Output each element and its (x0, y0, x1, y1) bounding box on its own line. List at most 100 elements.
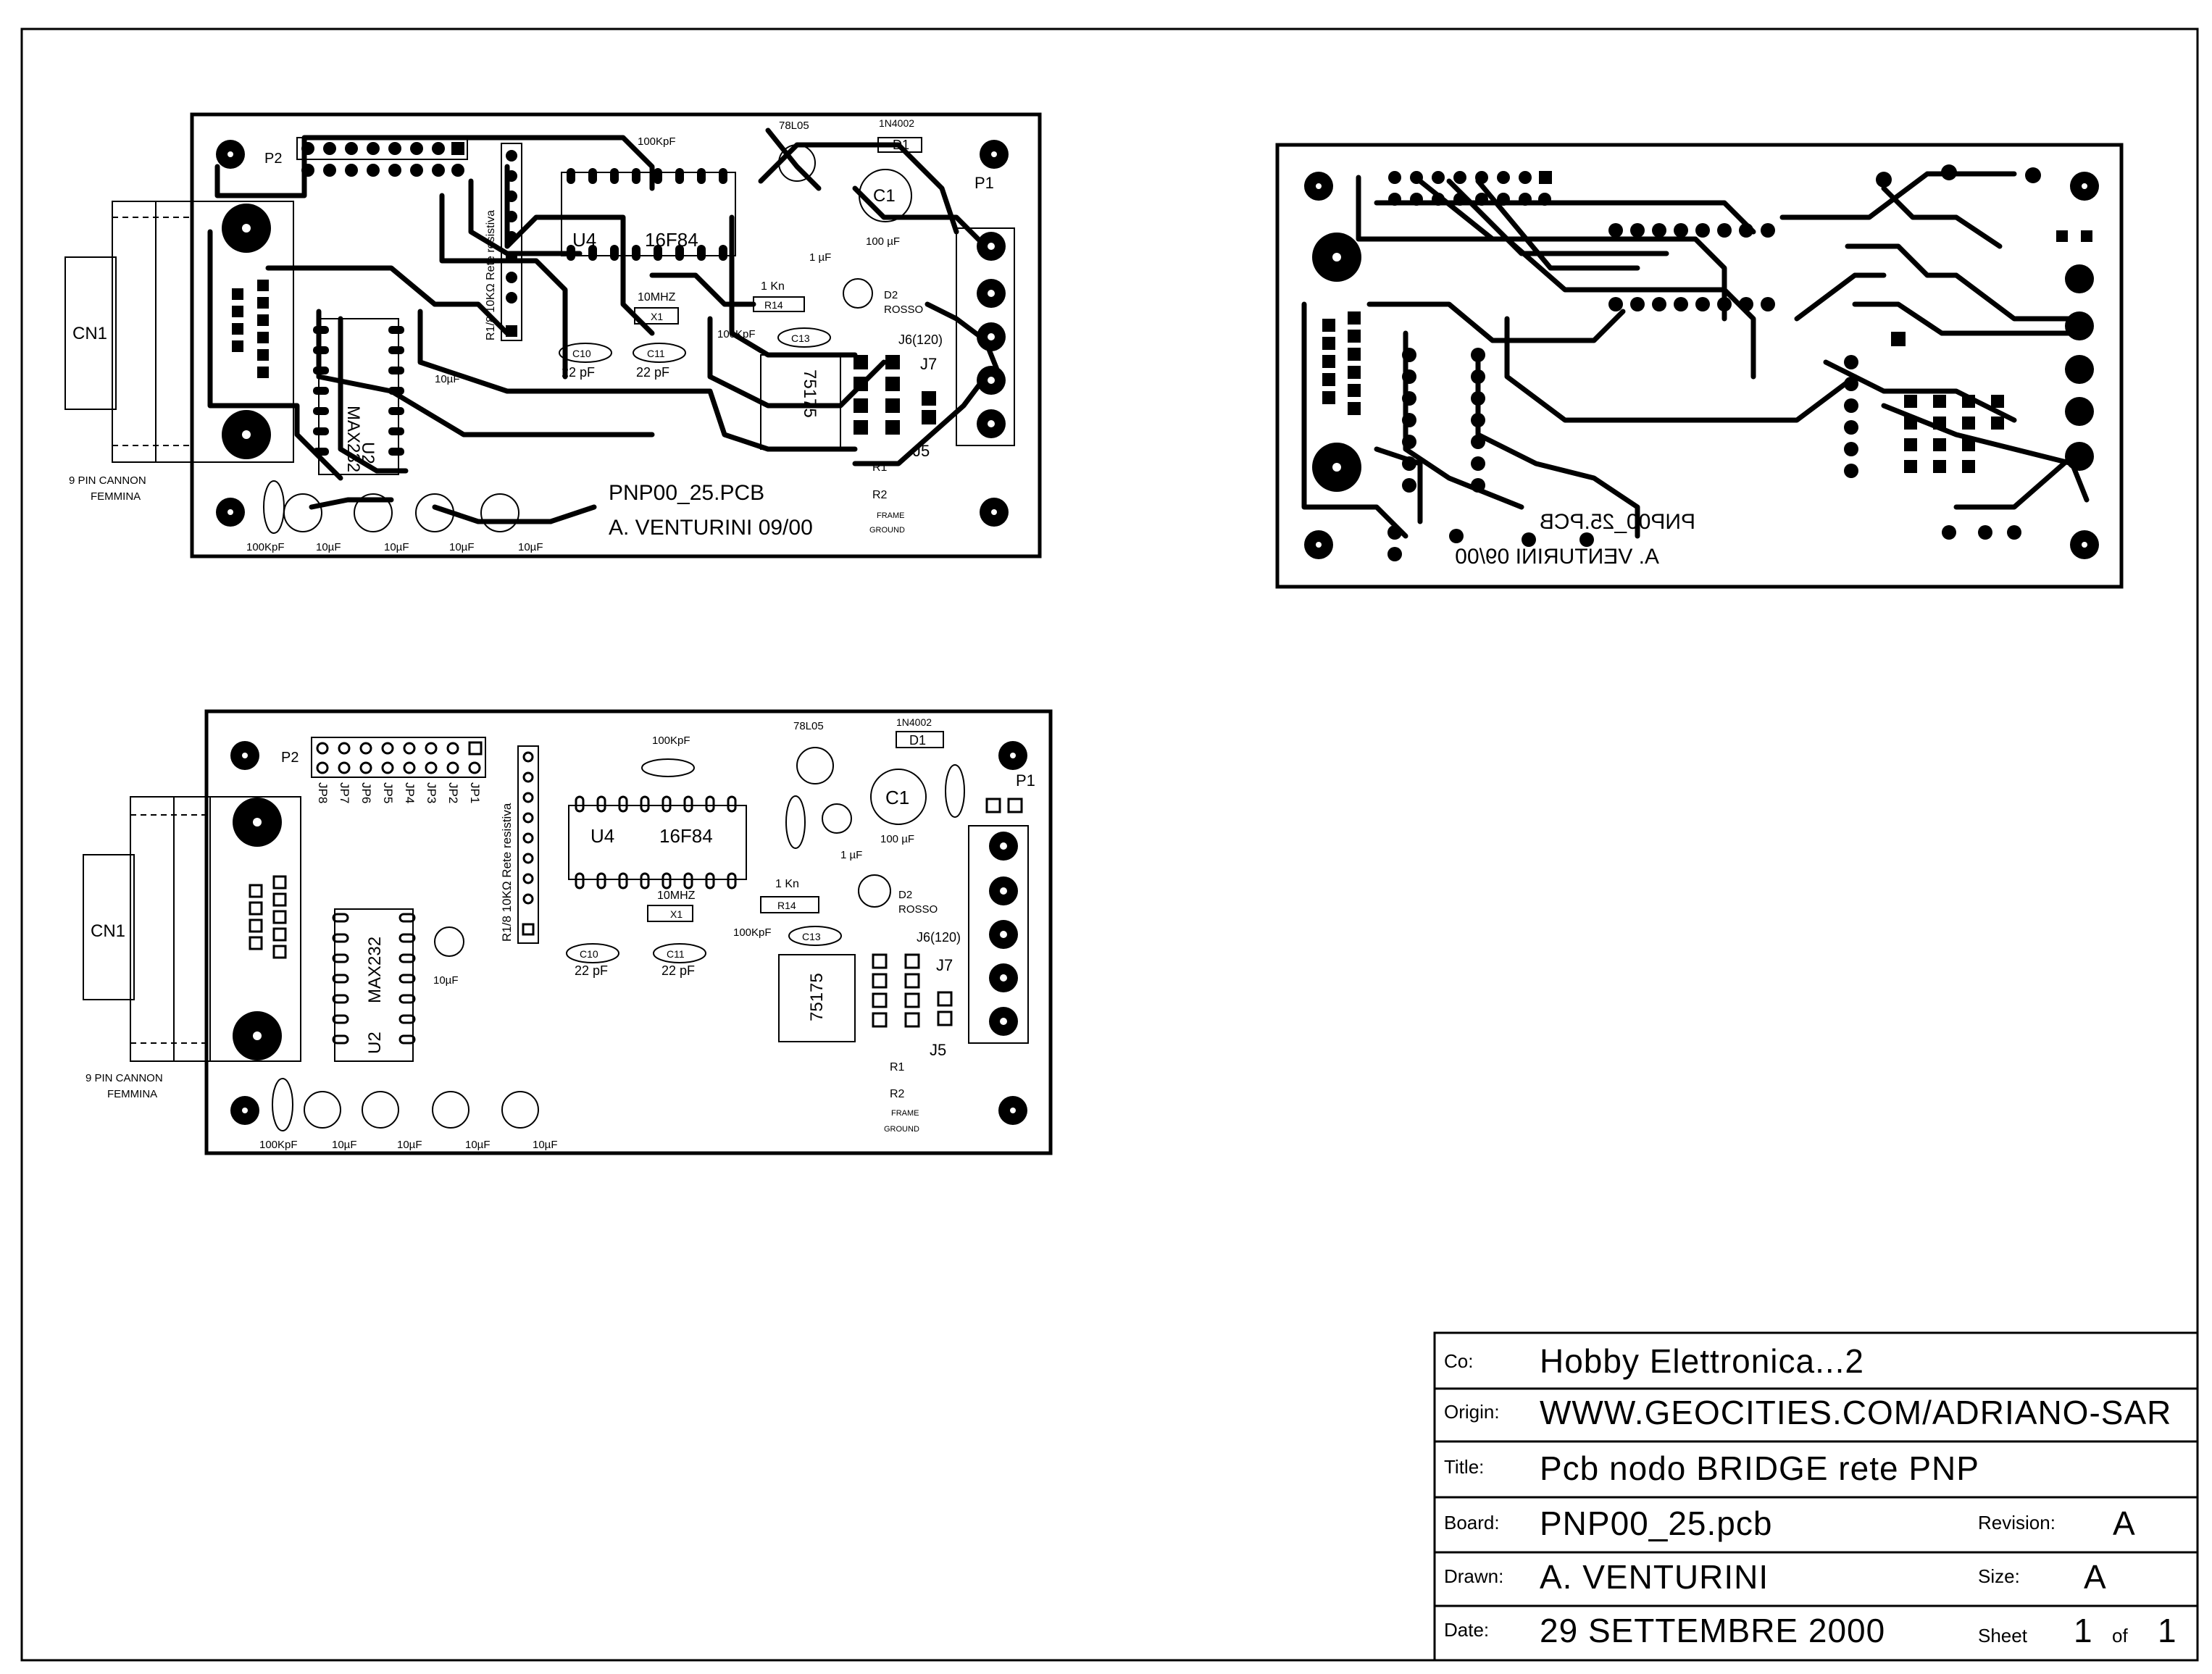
c1-label: C1 (873, 186, 896, 206)
j6-j7-pads (854, 355, 936, 435)
d2-label: D2 (898, 889, 912, 901)
r14-value: 1 Kn (775, 878, 799, 890)
rnet-label: R1/8 10KΩ Rete resistiva (500, 803, 514, 942)
pic-label: 16F84 (645, 229, 698, 251)
r14-resistor (753, 296, 805, 312)
c13-label: C13 (802, 931, 821, 942)
sheet-field-label: Sheet (1978, 1625, 2028, 1646)
jp4-label: JP4 (403, 782, 417, 803)
jp6-label: JP6 (359, 782, 373, 803)
x1-label: X1 (670, 908, 683, 920)
p2-label: P2 (264, 151, 282, 167)
jp5-label: JP5 (381, 782, 395, 803)
c3-value: 1 µF (809, 251, 831, 264)
u2-label: U2 (365, 1031, 385, 1054)
diode-label: 1N4002 (896, 716, 932, 728)
j5-label: J5 (913, 442, 930, 460)
c8-value: 10µF (465, 1139, 491, 1151)
cn1-label: CN1 (72, 324, 107, 343)
p1-label: P1 (1016, 771, 1035, 790)
jp7-label: JP7 (338, 782, 351, 803)
rosso-label: ROSSO (884, 304, 923, 316)
jp3-label: JP3 (425, 782, 438, 803)
u4-label: U4 (572, 229, 596, 251)
c13-capacitor (777, 327, 831, 348)
c13-value: 100KpF (733, 926, 772, 939)
board-file-label: PNP00_25.PCB (1540, 510, 1695, 534)
c9-value: 10µF (332, 1139, 357, 1151)
c14-value: 100KpF (246, 541, 285, 553)
sheet-number: 1 (2074, 1612, 2093, 1649)
drawn-value: A. VENTURINI (1540, 1558, 1769, 1596)
copper-traces (1301, 171, 2090, 539)
j5-label: J5 (930, 1041, 946, 1059)
r14-label: R14 (764, 299, 783, 311)
connector-note-2: FEMMINA (91, 490, 141, 503)
d2-label: D2 (884, 289, 898, 301)
x1-freq: 10MHZ (638, 291, 676, 304)
u4-label: U4 (590, 825, 614, 847)
x1-label: X1 (651, 311, 663, 322)
date-field-label: Date: (1444, 1619, 1489, 1641)
regulator-label: 78L05 (793, 720, 824, 732)
r1-label: R1 (872, 461, 888, 474)
r1-label: R1 (890, 1061, 905, 1074)
origin-value: WWW.GEOCITIES.COM/ADRIANO-SAR (1540, 1394, 2171, 1431)
jp1-label: JP1 (468, 782, 482, 803)
co-value: Hobby Elettronica...2 (1540, 1342, 1864, 1380)
d1-label: D1 (893, 138, 909, 152)
d1-label: D1 (909, 733, 926, 748)
jp-labels: JP8 JP7 JP6 JP5 JP4 JP3 JP2 JP1 (316, 782, 482, 803)
driver-label: 75175 (800, 369, 819, 418)
c5-value: 10µF (435, 373, 460, 385)
size-value: A (2084, 1558, 2107, 1596)
board-value: PNP00_25.pcb (1540, 1504, 1772, 1542)
c8-value: 10µF (449, 541, 475, 553)
j6-label: J6(120) (917, 930, 961, 945)
max-label: MAX232 (343, 406, 363, 472)
board-field-label: Board: (1444, 1512, 1500, 1533)
board-file-label: PNP00_25.PCB (609, 481, 764, 505)
c11-value: 22 pF (636, 365, 669, 380)
c14-value: 100KpF (259, 1139, 298, 1151)
c7-value: 10µF (397, 1139, 422, 1151)
r2-label: R2 (890, 1088, 905, 1100)
c12-value: 100KpF (638, 135, 676, 148)
connector-note-1: 9 PIN CANNON (69, 474, 146, 487)
c10-label: C10 (572, 348, 591, 359)
terminal-block (956, 227, 1015, 446)
c6-value: 10µF (518, 541, 543, 553)
title-field-label: Title: (1444, 1456, 1484, 1478)
sheet-border (20, 28, 2199, 1662)
j6-label: J6(120) (898, 332, 943, 347)
pcb-board-component-copper: CN1 9 PIN CANNON FEMMINA (64, 112, 1042, 558)
c12-value: 100KpF (652, 735, 690, 747)
c1-value: 100 µF (866, 235, 900, 248)
u1-regulator (778, 144, 816, 182)
ground-label: GROUND (869, 526, 905, 535)
c10-value: 22 pF (575, 963, 608, 978)
board-outline (204, 709, 1053, 1155)
x1-crystal (634, 307, 679, 325)
cn1-pads (232, 280, 269, 378)
size-field-label: Size: (1978, 1565, 2020, 1587)
solder-pads (1322, 164, 2094, 561)
u2-label: U2 (358, 442, 377, 464)
drawn-field-label: Drawn: (1444, 1565, 1503, 1587)
cn1-connector-outline (83, 796, 301, 1062)
c13-label: C13 (791, 332, 810, 344)
p2-label: P2 (281, 750, 299, 766)
c10-label: C10 (580, 948, 598, 960)
pic-label: 16F84 (659, 825, 713, 847)
diode-label: 1N4002 (879, 117, 914, 129)
u2-75175: 75175 (760, 354, 841, 450)
revision-field-label: Revision: (1978, 1512, 2056, 1533)
ground-label: GROUND (884, 1125, 919, 1134)
c1-value: 100 µF (880, 833, 914, 845)
d1-diode (877, 137, 922, 153)
title-value: Pcb nodo BRIDGE rete PNP (1540, 1449, 1979, 1487)
x1-freq: 10MHZ (657, 890, 696, 902)
connector-note-1: 9 PIN CANNON (85, 1072, 163, 1084)
driver-label: 75175 (807, 973, 827, 1021)
